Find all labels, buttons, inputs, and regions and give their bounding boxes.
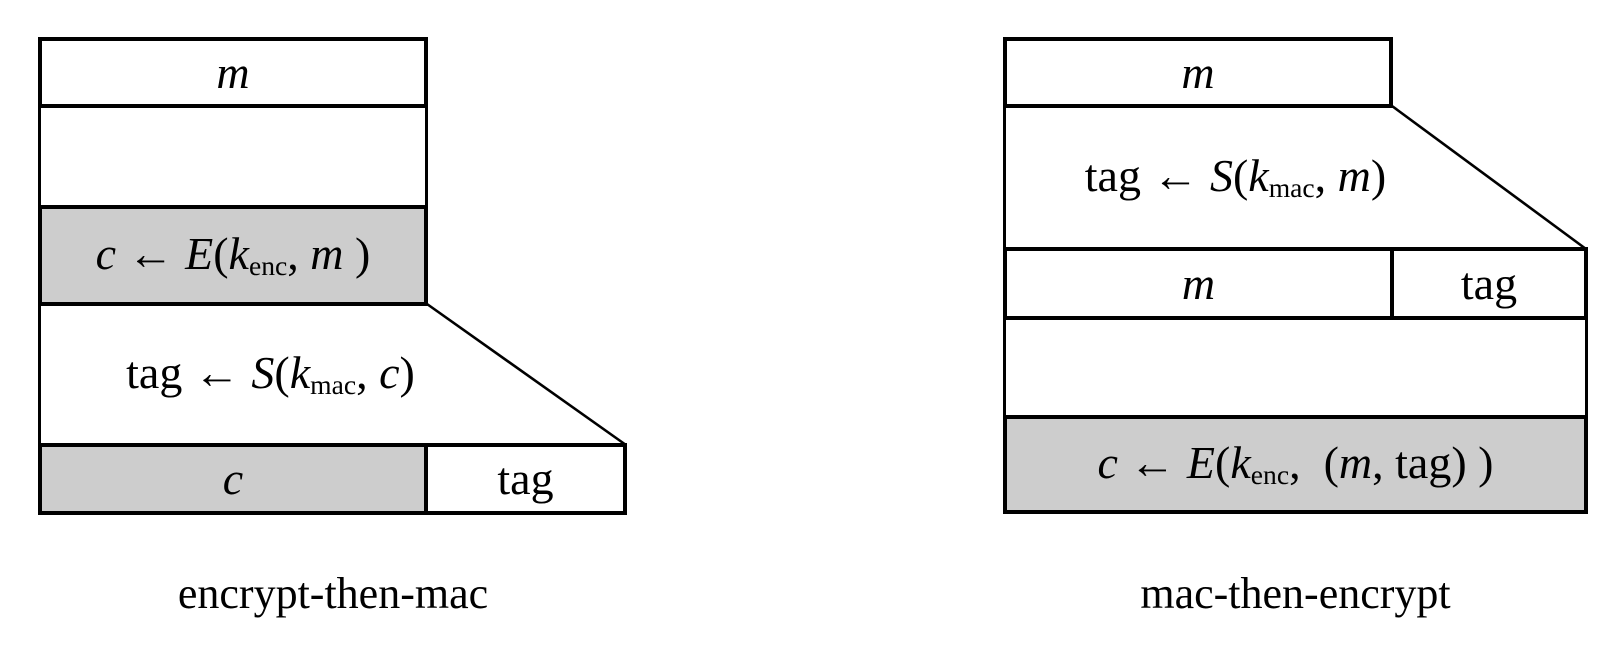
mte-caption: mac-then-encrypt [1140,569,1451,618]
mte-mac-formula: tag ← S(kmac, m) [1084,150,1387,204]
etm-spacer-region [38,108,428,205]
etm-mac-region: tag ← S(kmac, c) [38,306,500,443]
mte-tag-label: tag [1460,257,1518,309]
mte-spacer-region [1003,320,1588,415]
mte-mac-region: tag ← S(kmac, m) [1003,108,1465,247]
etm-tag-label: tag [497,453,554,504]
mte-encrypt-box: c ← E(kenc, (m, tag) ) [1003,415,1588,514]
mte-plain-box: m [1003,247,1394,320]
etm-mac-formula: tag ← S(kmac, c) [126,347,415,401]
mte-tag-box: tag [1390,247,1588,320]
mte-plain-label: m [1181,257,1216,309]
mte-message-label: m [1181,46,1215,98]
mte-message-box: m [1003,37,1393,108]
etm-message-label: m [216,46,250,98]
mte-encrypt-formula: c ← E(kenc, (m, tag) ) [1097,437,1494,491]
etm-caption: encrypt-then-mac [177,569,489,618]
etm-encrypt-box: c ← E(kenc, m ) [38,205,428,306]
etm-ciphertext-box: c [38,443,428,515]
etm-message-box: m [38,37,428,108]
etm-encrypt-formula: c ← E(kenc, m ) [95,228,371,282]
etm-ciphertext-label: c [222,453,244,504]
etm-tag-box: tag [424,443,627,515]
